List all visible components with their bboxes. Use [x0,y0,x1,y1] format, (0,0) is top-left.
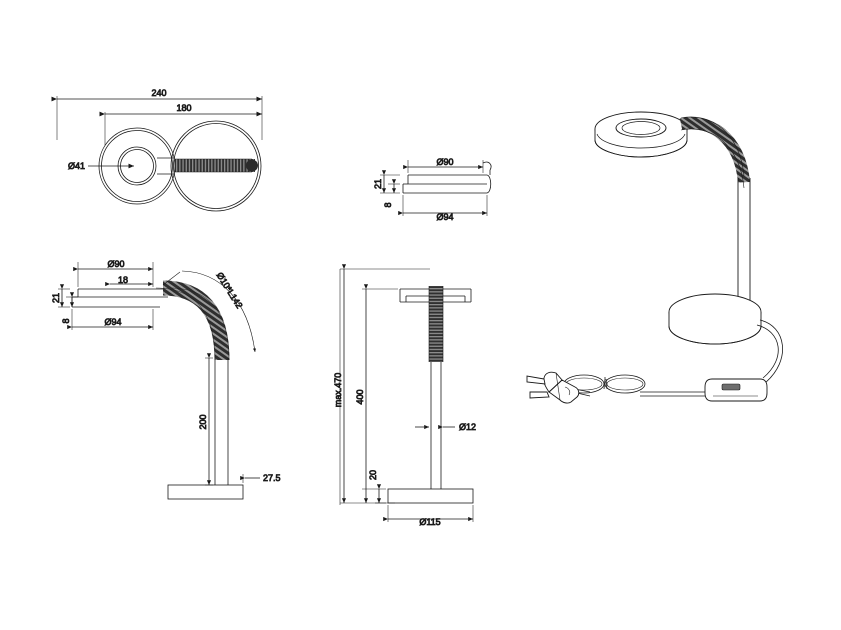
top-view-extension-lines [56,96,263,145]
dimension-label-27-5: 27.5 [263,473,281,483]
dimension-label-d12: Ø12 [459,422,476,432]
dimension-label-200: 200 [198,414,208,429]
perspective-post [737,178,751,311]
perspective-gooseneck [679,116,750,189]
front-view-base [387,488,474,504]
dimension-label-8-side: 8 [61,318,71,323]
dimension-label-max470: max.470 [333,373,343,408]
perspective-lamp-head [594,111,688,158]
top-view-gooseneck [175,158,258,173]
top-view-base [170,120,262,212]
side-view-post [214,358,229,485]
switch-rocker[interactable] [721,383,741,391]
top-view: 240 180 [51,88,263,212]
head-detail-view: Ø90 Ø94 21 8 [373,157,492,222]
detail-shade-body [402,174,492,194]
perspective-plug [526,371,580,404]
dimension-label-d41: Ø41 [68,161,85,171]
plug-pins [526,375,550,399]
dimension-label-180: 180 [176,103,191,113]
detail-hook [482,161,492,175]
dimension-label-21-side: 21 [51,293,61,303]
front-view-gooseneck [428,286,444,362]
dimension-label-8-detail: 8 [383,202,393,207]
dimension-label-d90-detail: Ø90 [436,157,453,167]
perspective-base [668,293,762,345]
perspective-inline-switch[interactable] [704,378,768,402]
front-view-post [430,362,442,489]
dimension-label-18: 18 [118,275,128,285]
dimension-label-d94-side: Ø94 [104,317,121,327]
dimension-label-gooseneck: Ø10*L142 [215,271,245,311]
dimension-label-d90-side: Ø90 [107,259,124,269]
top-view-neck [157,157,175,175]
dimension-label-20: 20 [368,470,378,480]
side-view-gooseneck [155,280,230,361]
dimension-label-400: 400 [355,389,365,404]
side-view-shade [71,288,168,308]
perspective-cord [640,319,783,397]
detail-extension-lines [380,160,488,216]
side-view: Ø90 18 21 8 Ø94 Ø10*L142 200 27.5 [51,259,281,500]
dimension-label-240: 240 [151,88,166,98]
dimension-label-d94-detail: Ø94 [436,212,453,222]
dimension-label-d115: Ø115 [419,517,440,527]
perspective-view [526,111,783,404]
front-view: max.470 400 Ø12 20 Ø115 [333,264,476,527]
leader-gooseneck-spec [181,270,257,353]
side-view-base [167,484,244,500]
dimension-label-21-detail: 21 [373,179,383,189]
